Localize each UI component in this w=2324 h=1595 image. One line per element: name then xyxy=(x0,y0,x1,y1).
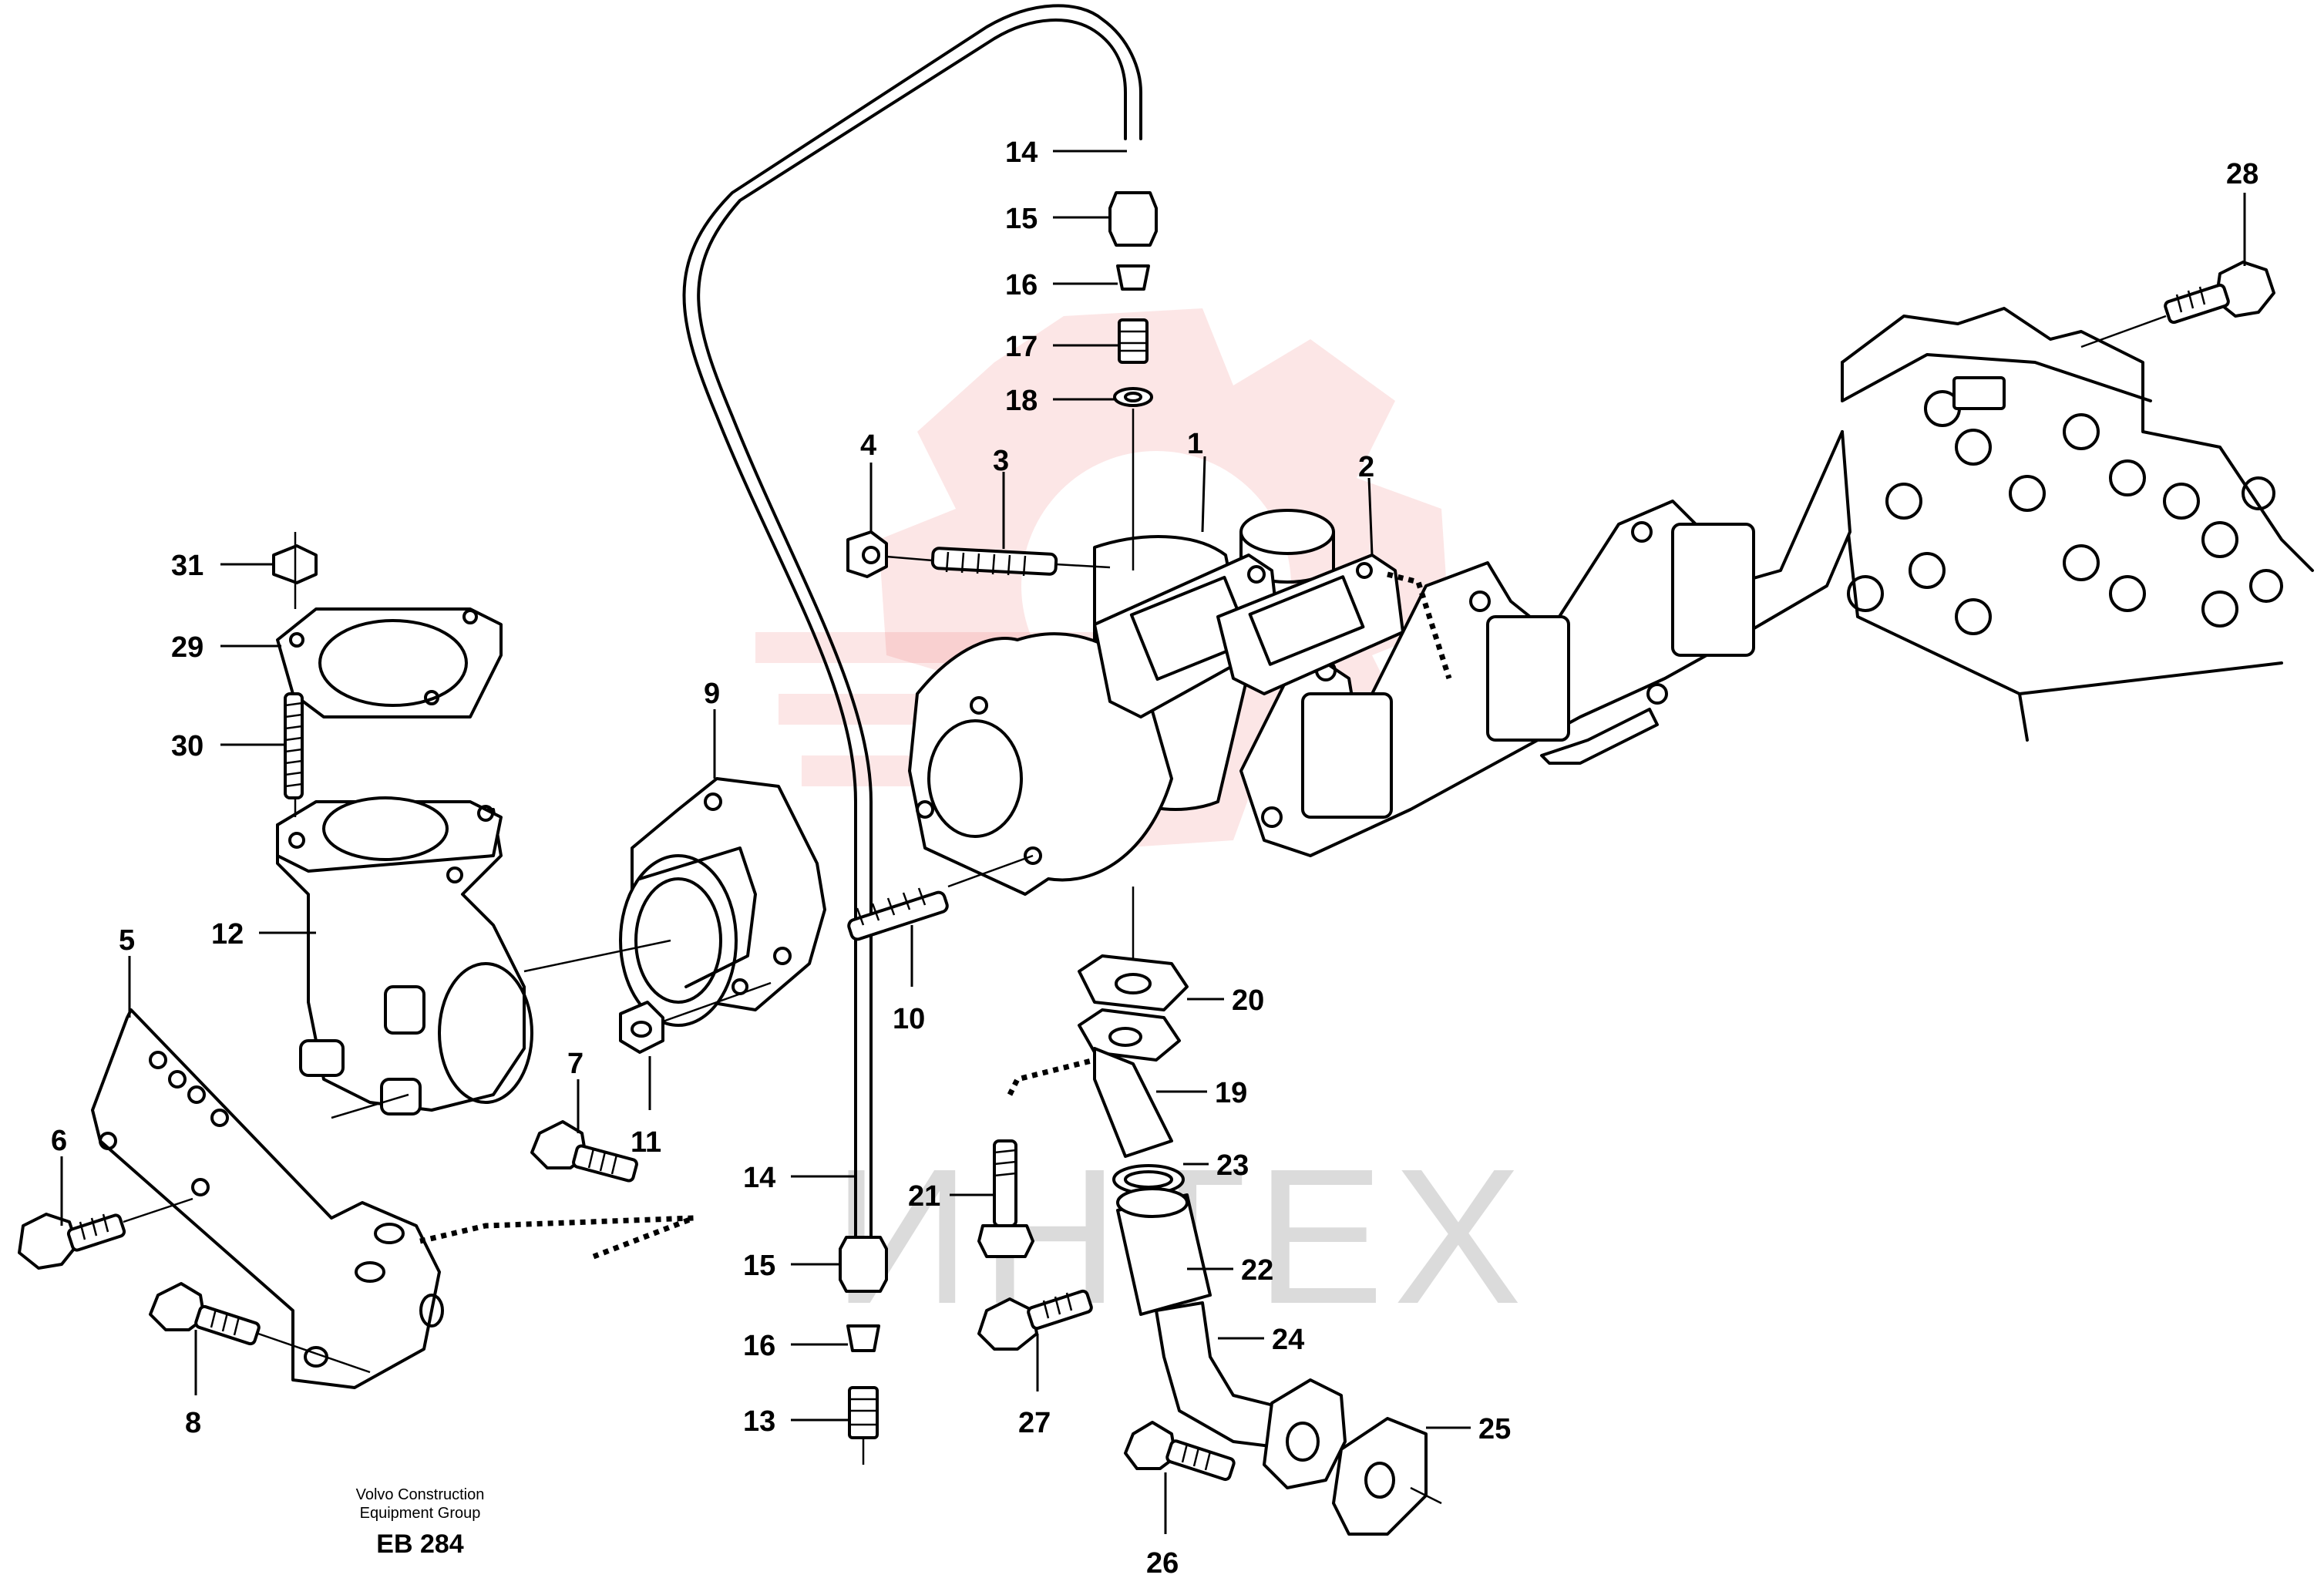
callout-23: 23 xyxy=(1216,1149,1249,1182)
oil-feed-pipe xyxy=(682,4,1142,1281)
footer-company-line1: Volvo Construction xyxy=(355,1486,485,1503)
drain-assembly xyxy=(1078,887,1442,1536)
callout-14-top: 14 xyxy=(1005,136,1038,169)
connection-dash-drain xyxy=(1007,1053,1111,1096)
callout-25: 25 xyxy=(1478,1413,1511,1445)
callout-30: 30 xyxy=(171,730,203,762)
callout-17: 17 xyxy=(1005,331,1038,363)
callout-13: 13 xyxy=(743,1405,775,1438)
connection-dash-bracket xyxy=(419,1215,695,1260)
callout-26: 26 xyxy=(1146,1547,1179,1580)
callout-31: 31 xyxy=(171,550,203,582)
callout-20: 20 xyxy=(1232,984,1264,1017)
bolt-21 xyxy=(977,1139,1034,1258)
callout-1: 1 xyxy=(1187,428,1203,460)
callouts: 1 2 3 4 5 6 7 8 9 10 11 12 13 14 14 15 1 xyxy=(51,136,2258,1580)
stud-and-nut xyxy=(846,530,1111,578)
bolt-6 xyxy=(18,1197,193,1270)
stud-10 xyxy=(847,854,1034,941)
callout-15-top: 15 xyxy=(1005,203,1038,235)
callout-22: 22 xyxy=(1241,1254,1273,1287)
top-fittings xyxy=(1108,191,1158,570)
callout-11: 11 xyxy=(631,1126,661,1159)
exhaust-elbow xyxy=(276,796,671,1115)
callout-4: 4 xyxy=(860,429,876,462)
callout-7: 7 xyxy=(567,1048,584,1080)
engine-cylinder-head xyxy=(1841,307,2314,742)
callout-15-bottom: 15 xyxy=(743,1250,775,1282)
bolt-8 xyxy=(149,1282,371,1374)
bolt-27 xyxy=(977,1289,1093,1351)
callout-12: 12 xyxy=(211,918,244,951)
callout-5: 5 xyxy=(119,924,135,957)
callout-9: 9 xyxy=(704,678,720,710)
footer-company-line2: Equipment Group xyxy=(359,1505,481,1522)
callout-8: 8 xyxy=(185,1407,201,1439)
turbocharger xyxy=(908,509,1335,896)
exhaust-flange xyxy=(619,777,826,1027)
bolt-7 xyxy=(530,1120,638,1183)
callout-16-bottom: 16 xyxy=(743,1330,775,1362)
callout-21: 21 xyxy=(908,1180,940,1213)
callout-18: 18 xyxy=(1005,385,1038,417)
callout-3: 3 xyxy=(993,445,1009,477)
bolt-28 xyxy=(2080,261,2275,348)
callout-10: 10 xyxy=(893,1003,925,1035)
gasket-29 xyxy=(276,607,503,718)
callout-2: 2 xyxy=(1358,451,1374,483)
bracket-5 xyxy=(91,1008,444,1389)
callout-19: 19 xyxy=(1215,1077,1247,1109)
nut-11 xyxy=(619,981,772,1054)
callout-24: 24 xyxy=(1272,1324,1304,1356)
callout-14-bottom: 14 xyxy=(743,1162,775,1194)
bolt-26 xyxy=(1124,1421,1236,1482)
footer-diagram-code: EB 284 xyxy=(376,1529,464,1559)
callout-28: 28 xyxy=(2226,158,2258,190)
callout-27: 27 xyxy=(1018,1407,1051,1439)
callout-6: 6 xyxy=(51,1125,67,1157)
connection-dash-manifold xyxy=(1387,571,1452,680)
exhaust-manifold xyxy=(1239,430,1851,857)
bottom-fittings xyxy=(839,1236,888,1465)
callout-29: 29 xyxy=(171,631,203,664)
callout-16-top: 16 xyxy=(1005,269,1038,301)
